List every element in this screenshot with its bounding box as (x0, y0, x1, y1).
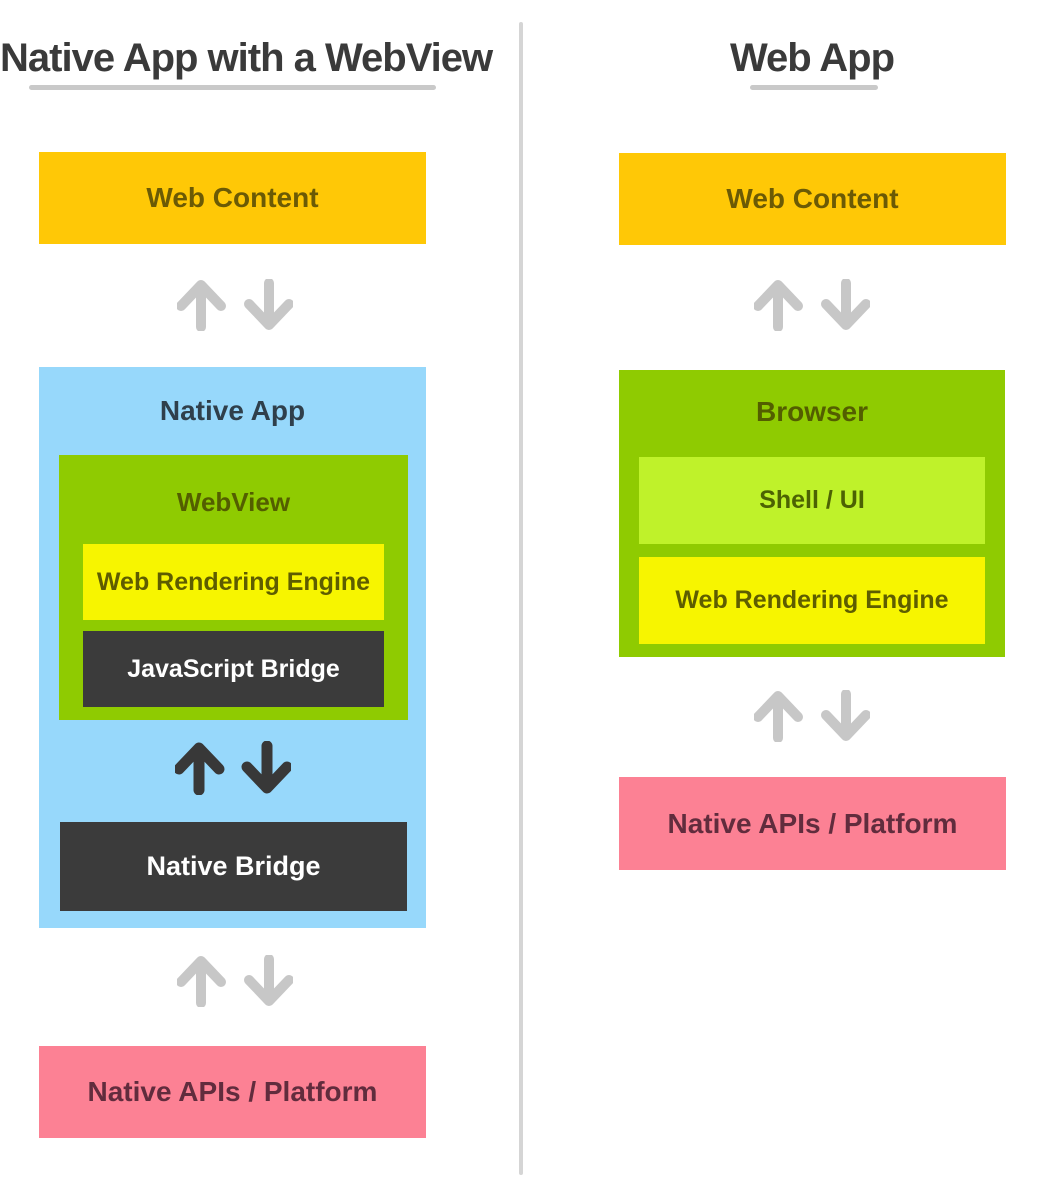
left-title-underline (29, 85, 436, 90)
native-bridge-label: Native Bridge (146, 851, 321, 881)
shell-ui-box: Shell / UI (639, 457, 985, 544)
up-down-arrows-icon (754, 690, 870, 742)
left-column-title: Native App with a WebView (0, 36, 493, 80)
browser-box: Browser Shell / UI Web Rendering Engine (619, 370, 1005, 657)
right-web-rendering-engine-label: Web Rendering Engine (675, 586, 949, 614)
right-web-content-label: Web Content (726, 183, 899, 214)
webview-box: WebView Web Rendering Engine JavaScript … (59, 455, 408, 720)
javascript-bridge-label: JavaScript Bridge (127, 654, 340, 683)
native-bridge-box: Native Bridge (60, 822, 407, 911)
right-native-apis-box: Native APIs / Platform (619, 777, 1006, 870)
left-native-apis-box: Native APIs / Platform (39, 1046, 426, 1138)
up-down-arrows-icon (175, 741, 291, 795)
right-web-content-box: Web Content (619, 153, 1006, 245)
native-app-label: Native App (159, 395, 306, 426)
shell-ui-label: Shell / UI (759, 486, 865, 514)
column-divider (519, 22, 523, 1175)
native-app-box: Native App WebView Web Rendering Engine … (39, 367, 426, 928)
left-web-rendering-engine-box: Web Rendering Engine (83, 544, 384, 620)
left-web-content-label: Web Content (146, 182, 319, 213)
javascript-bridge-box: JavaScript Bridge (83, 631, 384, 707)
up-down-arrows-icon (177, 279, 293, 331)
up-down-arrows-icon (754, 279, 870, 331)
left-native-apis-label: Native APIs / Platform (87, 1076, 378, 1107)
right-title-underline (750, 85, 878, 90)
browser-label: Browser (755, 396, 869, 427)
right-web-rendering-engine-box: Web Rendering Engine (639, 557, 985, 644)
right-column-title: Web App (729, 36, 895, 80)
up-down-arrows-icon (177, 955, 293, 1007)
right-native-apis-label: Native APIs / Platform (667, 807, 958, 839)
left-web-content-box: Web Content (39, 152, 426, 244)
left-web-rendering-engine-label: Web Rendering Engine (96, 567, 371, 596)
webview-label: WebView (176, 487, 291, 517)
